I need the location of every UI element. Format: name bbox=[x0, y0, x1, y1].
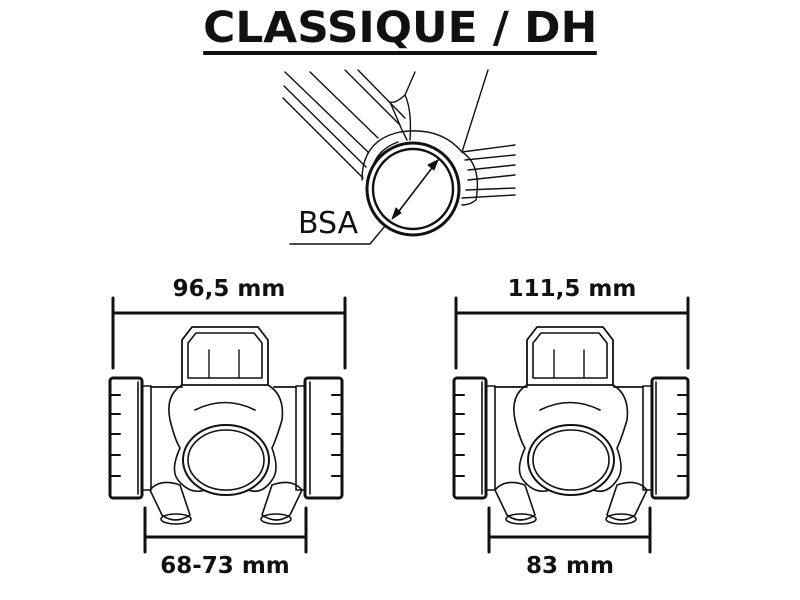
bb-classique-icon bbox=[108, 296, 347, 554]
bsa-shell-icon bbox=[289, 141, 461, 245]
bsa-label: BSA bbox=[298, 206, 359, 241]
bb-dh-icon bbox=[452, 296, 690, 554]
title-text: CLASSIQUE / DH bbox=[202, 3, 598, 55]
dh-overall-width: 111,5 mm bbox=[507, 276, 637, 302]
classique-overall-width: 96,5 mm bbox=[172, 276, 286, 302]
page-title: CLASSIQUE / DH bbox=[0, 2, 800, 55]
dh-shell-width: 83 mm bbox=[526, 553, 614, 579]
classique-shell-width: 68-73 mm bbox=[160, 553, 290, 579]
